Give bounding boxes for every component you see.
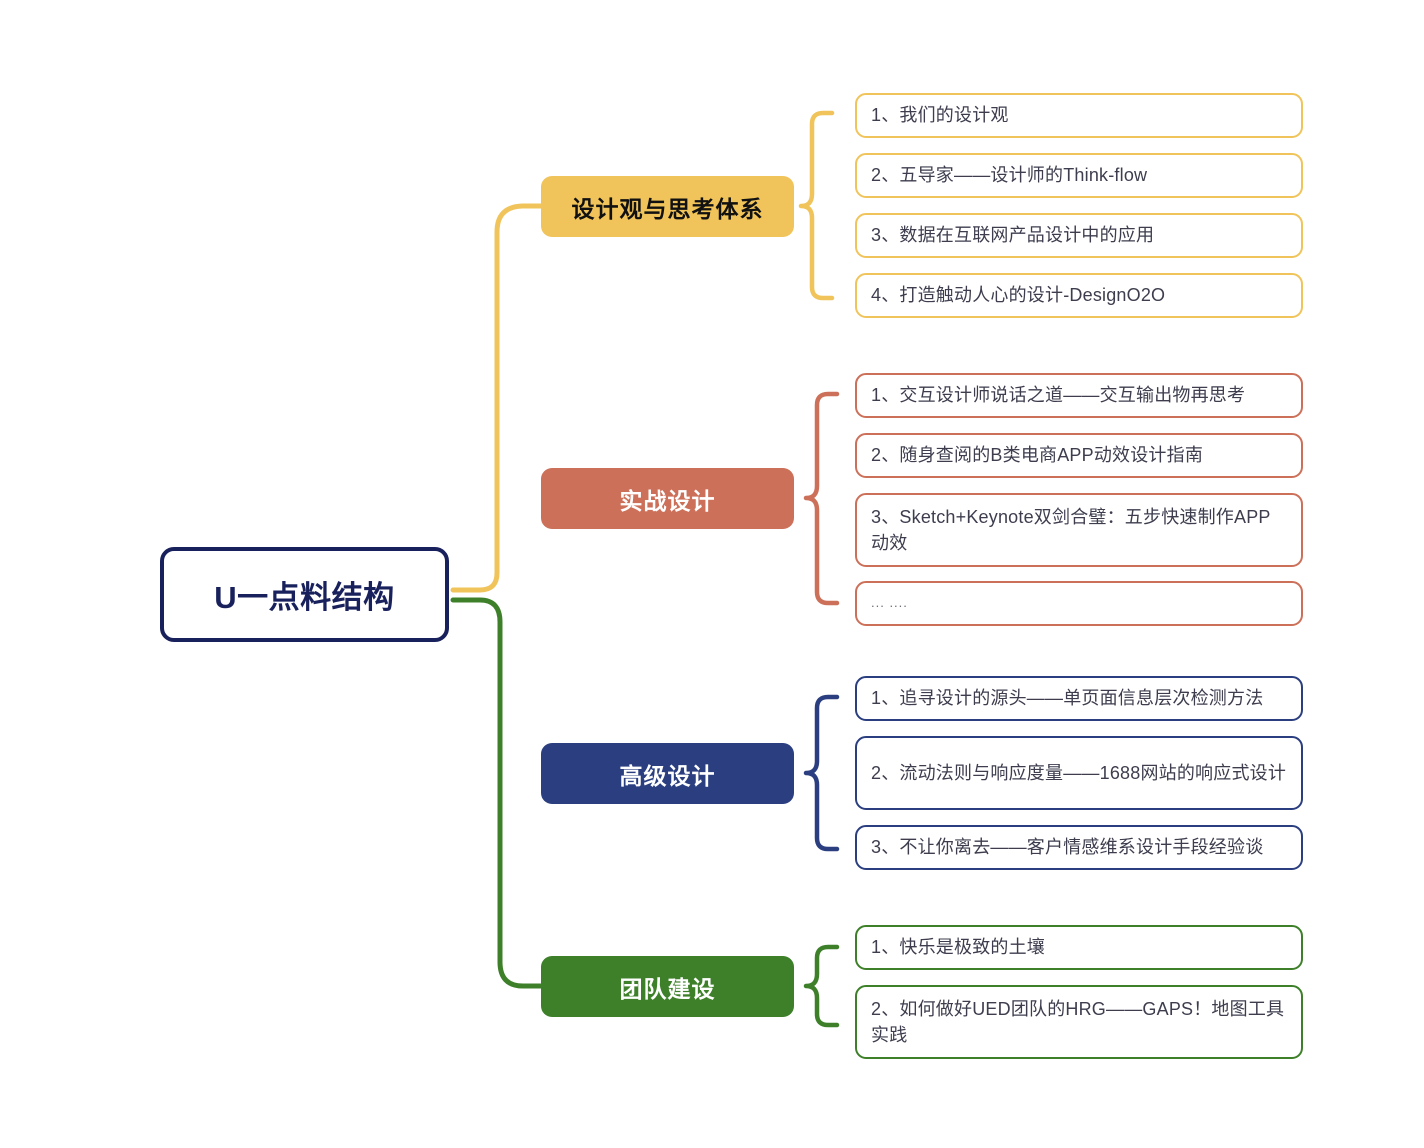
leaf-label-design-view-2: 2、五导家——设计师的Think-flow xyxy=(871,165,1148,186)
root-node-label: U一点料结构 xyxy=(214,580,395,615)
leaf-box-design-view-3[interactable]: 3、数据在互联网产品设计中的应用 xyxy=(855,213,1303,258)
leaf-label-practical-design-3: 3、Sketch+Keynote双剑合璧：五步快速制作APP动效 xyxy=(871,506,1271,553)
brace-advanced-design xyxy=(803,694,840,852)
brace-practical-design xyxy=(803,391,840,606)
leaf-box-practical-design-2[interactable]: 2、随身查阅的B类电商APP动效设计指南 xyxy=(855,433,1303,478)
leaf-label-design-view-4: 4、打造触动人心的设计-DesignO2O xyxy=(871,285,1166,306)
branch-node-design-view[interactable]: 设计观与思考体系 xyxy=(541,176,794,237)
leaf-box-advanced-design-3[interactable]: 3、不让你离去——客户情感维系设计手段经验谈 xyxy=(855,825,1303,870)
branch-node-advanced-design[interactable]: 高级设计 xyxy=(541,743,794,804)
brace-design-view xyxy=(798,110,835,301)
leaf-label-advanced-design-2: 2、流动法则与响应度量——1688网站的响应式设计 xyxy=(871,762,1287,783)
leaf-label-practical-design-2: 2、随身查阅的B类电商APP动效设计指南 xyxy=(871,445,1204,466)
leaf-label-design-view-3: 3、数据在互联网产品设计中的应用 xyxy=(871,225,1155,246)
leaf-label-practical-design-1: 1、交互设计师说话之道——交互输出物再思考 xyxy=(871,385,1246,406)
brace-team-building xyxy=(803,944,840,1028)
leaf-label-design-view-1: 1、我们的设计观 xyxy=(871,105,1009,126)
leaf-box-practical-design-4[interactable]: ... .... xyxy=(855,581,1303,626)
connector-root-to-team-building xyxy=(450,597,544,989)
leaf-box-advanced-design-2[interactable]: 2、流动法则与响应度量——1688网站的响应式设计 xyxy=(855,736,1303,810)
leaf-box-practical-design-3[interactable]: 3、Sketch+Keynote双剑合璧：五步快速制作APP动效 xyxy=(855,493,1303,567)
leaf-label-practical-design-4: ... .... xyxy=(871,595,908,611)
leaf-label-advanced-design-3: 3、不让你离去——客户情感维系设计手段经验谈 xyxy=(871,837,1264,858)
branch-node-practical-design[interactable]: 实战设计 xyxy=(541,468,794,529)
branch-node-label-advanced-design: 高级设计 xyxy=(619,762,716,789)
leaf-box-team-building-1[interactable]: 1、快乐是极致的土壤 xyxy=(855,925,1303,970)
branch-node-label-team-building: 团队建设 xyxy=(619,975,716,1002)
branch-node-label-practical-design: 实战设计 xyxy=(619,487,716,514)
leaf-box-design-view-1[interactable]: 1、我们的设计观 xyxy=(855,93,1303,138)
leaf-label-team-building-2: 2、如何做好UED团队的HRG——GAPS！地图工具实践 xyxy=(871,998,1285,1045)
root-node[interactable]: U一点料结构 xyxy=(160,547,449,642)
leaf-label-team-building-1: 1、快乐是极致的土壤 xyxy=(871,937,1046,958)
leaf-label-advanced-design-1: 1、追寻设计的源头——单页面信息层次检测方法 xyxy=(871,688,1264,709)
branch-node-team-building[interactable]: 团队建设 xyxy=(541,956,794,1017)
leaf-box-design-view-4[interactable]: 4、打造触动人心的设计-DesignO2O xyxy=(855,273,1303,318)
branch-node-label-design-view: 设计观与思考体系 xyxy=(571,195,764,222)
leaf-box-practical-design-1[interactable]: 1、交互设计师说话之道——交互输出物再思考 xyxy=(855,373,1303,418)
connector-root-to-design-view xyxy=(450,203,544,593)
leaf-box-team-building-2[interactable]: 2、如何做好UED团队的HRG——GAPS！地图工具实践 xyxy=(855,985,1303,1059)
leaf-box-design-view-2[interactable]: 2、五导家——设计师的Think-flow xyxy=(855,153,1303,198)
leaf-box-advanced-design-1[interactable]: 1、追寻设计的源头——单页面信息层次检测方法 xyxy=(855,676,1303,721)
